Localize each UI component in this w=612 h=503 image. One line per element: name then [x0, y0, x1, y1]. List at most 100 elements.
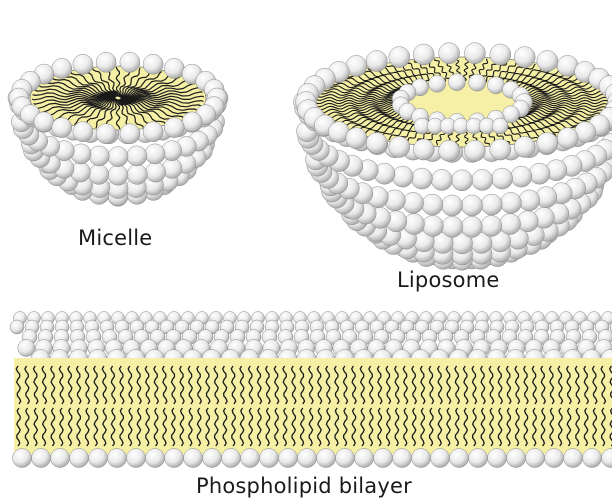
liposome-label: Liposome — [397, 268, 499, 292]
head-group — [120, 124, 140, 144]
head-group — [241, 449, 260, 468]
head-group — [52, 58, 72, 78]
head-group — [431, 449, 450, 468]
head-group — [461, 216, 482, 237]
head-group — [487, 77, 504, 94]
head-group — [34, 112, 54, 132]
head-group — [184, 449, 203, 468]
head-group — [472, 169, 493, 190]
head-group — [413, 139, 434, 160]
head-group — [537, 51, 558, 72]
head-group — [32, 449, 51, 468]
head-group — [481, 194, 502, 215]
head-group — [492, 118, 508, 134]
bilayer-label: Phospholipid bilayer — [196, 474, 412, 498]
head-group — [537, 133, 558, 154]
head-group — [298, 449, 317, 468]
head-group — [557, 128, 578, 149]
head-group — [492, 168, 513, 189]
head-group — [70, 449, 89, 468]
head-group — [203, 449, 222, 468]
head-group — [366, 133, 387, 154]
head-group — [13, 449, 32, 468]
head-group — [439, 140, 460, 161]
head-group — [336, 449, 355, 468]
head-group — [403, 192, 424, 213]
head-group — [500, 192, 521, 213]
head-group — [366, 51, 387, 72]
head-group — [260, 449, 279, 468]
head-group — [374, 449, 393, 468]
head-group — [389, 47, 410, 68]
liposome — [294, 43, 612, 271]
head-group — [108, 165, 128, 185]
head-group — [389, 136, 410, 157]
head-group — [529, 163, 550, 184]
head-group — [422, 215, 443, 236]
head-group — [507, 449, 526, 468]
head-group — [222, 449, 241, 468]
head-group — [73, 54, 93, 74]
head-group — [519, 190, 540, 211]
head-group — [450, 449, 469, 468]
head-group — [464, 43, 485, 64]
head-group — [488, 449, 507, 468]
head-group — [392, 166, 413, 187]
head-group — [127, 449, 146, 468]
head-group — [346, 128, 367, 149]
head-group — [490, 44, 511, 65]
head-group — [127, 164, 147, 184]
head-group — [51, 449, 70, 468]
head-group — [411, 168, 432, 189]
head-group — [120, 52, 140, 72]
head-group — [583, 449, 602, 468]
head-group — [393, 449, 412, 468]
head-group — [469, 449, 488, 468]
head-group — [464, 140, 485, 161]
head-group — [146, 162, 166, 182]
head-group — [431, 169, 452, 190]
head-group — [469, 74, 486, 91]
head-group — [514, 136, 535, 157]
head-group — [442, 195, 463, 216]
head-group — [355, 449, 374, 468]
head-group — [545, 449, 564, 468]
head-group — [429, 75, 446, 92]
head-group — [127, 146, 147, 166]
head-group — [108, 449, 127, 468]
head-group — [526, 449, 545, 468]
head-group — [412, 449, 431, 468]
head-group — [564, 449, 583, 468]
head-group — [279, 449, 298, 468]
head-group — [143, 54, 163, 74]
head-group — [164, 118, 184, 138]
micelle — [8, 52, 228, 206]
head-group — [182, 112, 202, 132]
head-group — [164, 58, 184, 78]
phospholipid-bilayer — [10, 312, 612, 468]
head-group — [448, 74, 465, 91]
head-group — [143, 122, 163, 142]
head-group — [413, 44, 434, 65]
head-group — [452, 170, 473, 191]
head-group — [514, 47, 535, 68]
head-group — [462, 195, 483, 216]
head-group — [89, 449, 108, 468]
head-group — [96, 124, 116, 144]
head-group — [89, 146, 109, 166]
head-group — [108, 147, 128, 167]
head-group — [52, 118, 72, 138]
head-group — [500, 214, 521, 235]
head-group — [10, 320, 24, 334]
head-group — [439, 43, 460, 64]
head-group — [165, 449, 184, 468]
micelle-label: Micelle — [78, 226, 152, 250]
head-group — [481, 215, 502, 236]
head-group — [89, 164, 109, 184]
head-group — [422, 194, 443, 215]
head-group — [96, 52, 116, 72]
head-group — [146, 449, 165, 468]
head-group — [511, 166, 532, 187]
head-group — [73, 122, 93, 142]
